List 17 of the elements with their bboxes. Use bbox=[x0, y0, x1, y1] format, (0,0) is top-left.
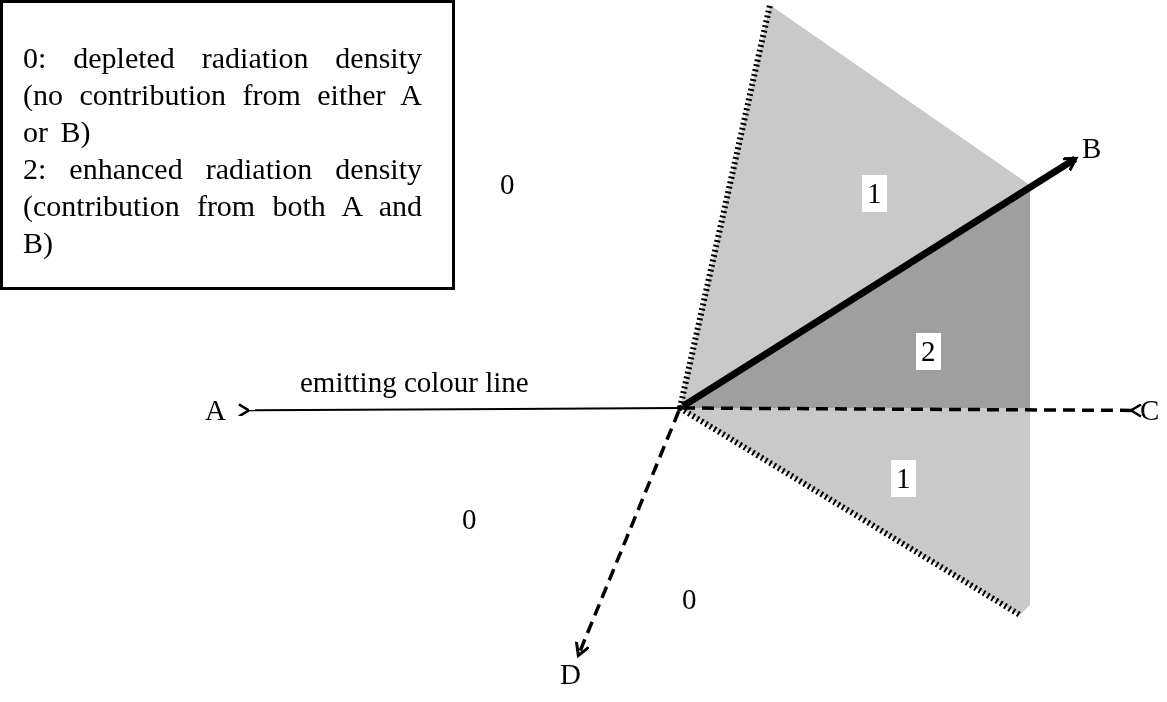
region-number: 1 bbox=[862, 175, 887, 212]
arrow bbox=[683, 403, 1143, 418]
key-box bbox=[0, 0, 455, 290]
key-text: 2: enhanced radiation density (contribution from both A and B) bbox=[23, 151, 422, 261]
region-number: 1 bbox=[891, 460, 916, 497]
region-value: 0 bbox=[682, 585, 697, 614]
point-label: C bbox=[1140, 396, 1160, 425]
arrow bbox=[574, 410, 681, 657]
region-value: 0 bbox=[462, 505, 477, 534]
junction-point bbox=[677, 405, 683, 411]
point-label: B bbox=[1082, 134, 1102, 163]
arrow bbox=[237, 403, 678, 418]
key-text: 0: depleted radiation density (no contribution from either A or B) bbox=[23, 40, 422, 150]
region-number: 2 bbox=[916, 333, 941, 370]
region-value: 0 bbox=[500, 170, 515, 199]
point-label: D bbox=[560, 660, 581, 689]
point-label: A bbox=[205, 396, 226, 425]
